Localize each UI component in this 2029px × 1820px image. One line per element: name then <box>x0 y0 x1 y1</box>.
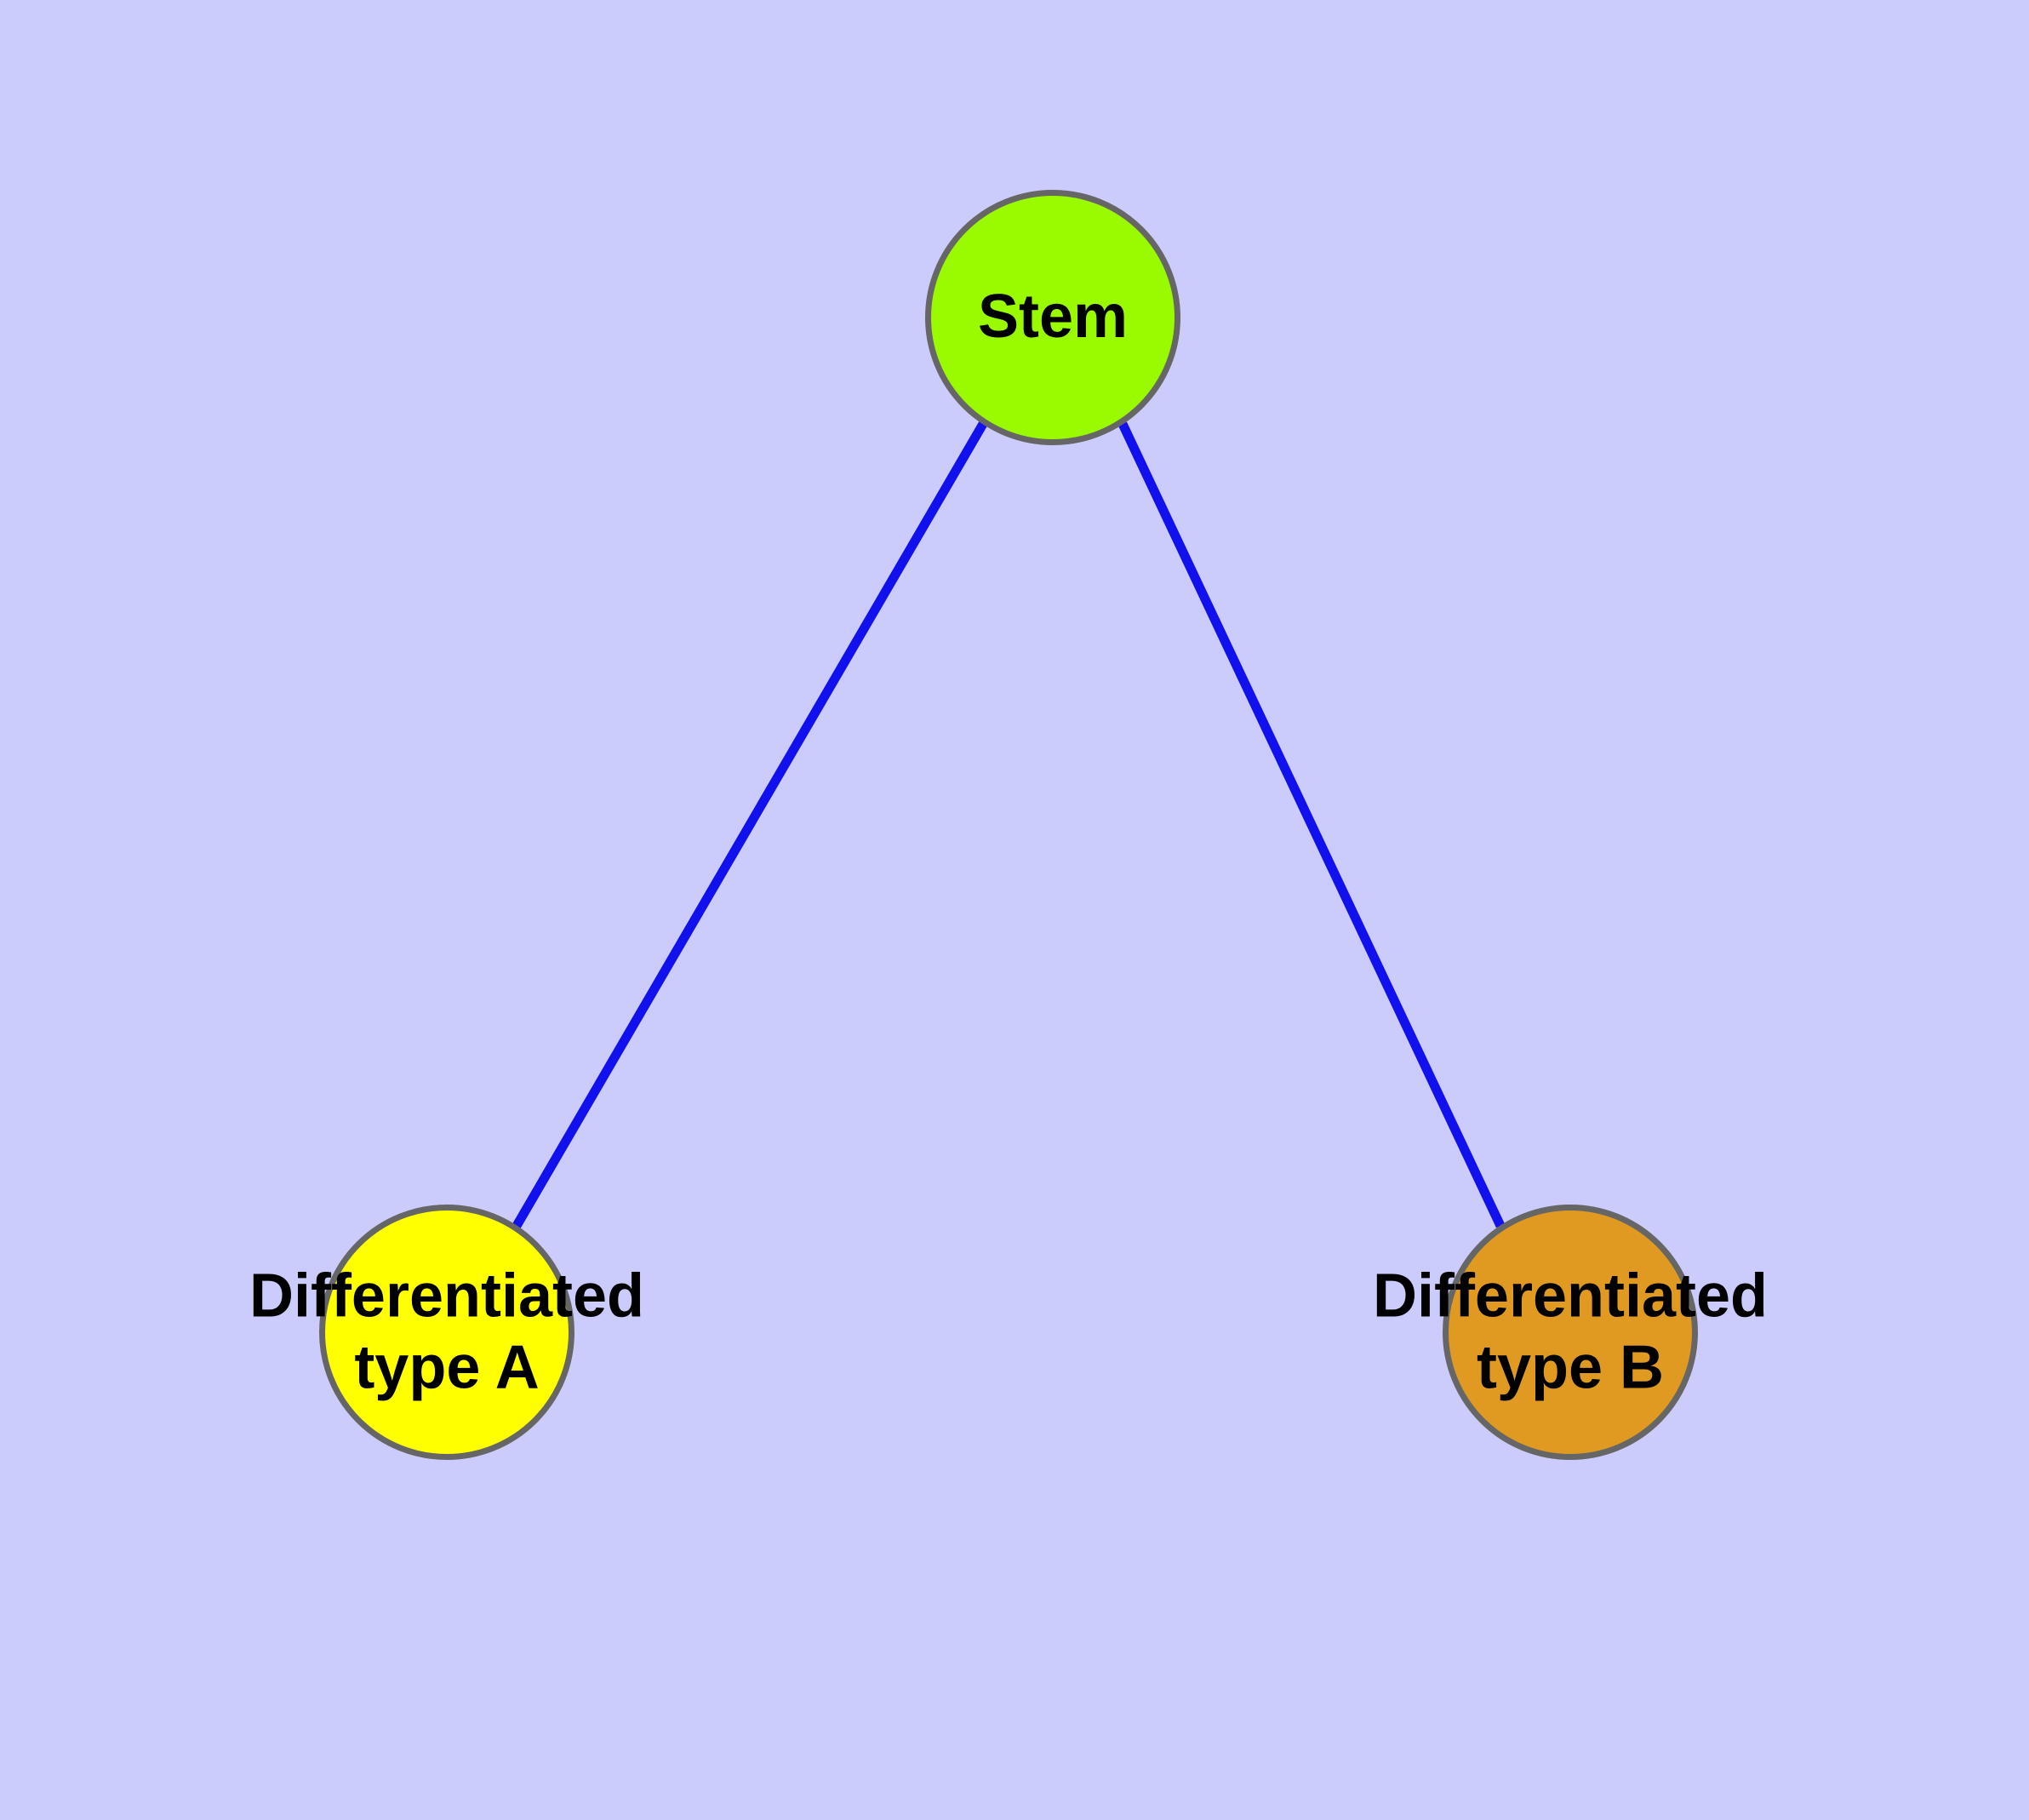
node-differentiated-type-b[interactable]: Differentiated type B <box>1373 1205 1768 1460</box>
node-differentiated-type-a[interactable]: Differentiated type A <box>249 1205 644 1460</box>
edge-stem-to-differentiated-type-b[interactable] <box>1118 421 1505 1228</box>
node-stem[interactable]: Stem <box>925 190 1180 445</box>
edge-stem-to-differentiated-type-a[interactable] <box>512 421 987 1228</box>
node-stem-label: Stem <box>977 283 1129 352</box>
